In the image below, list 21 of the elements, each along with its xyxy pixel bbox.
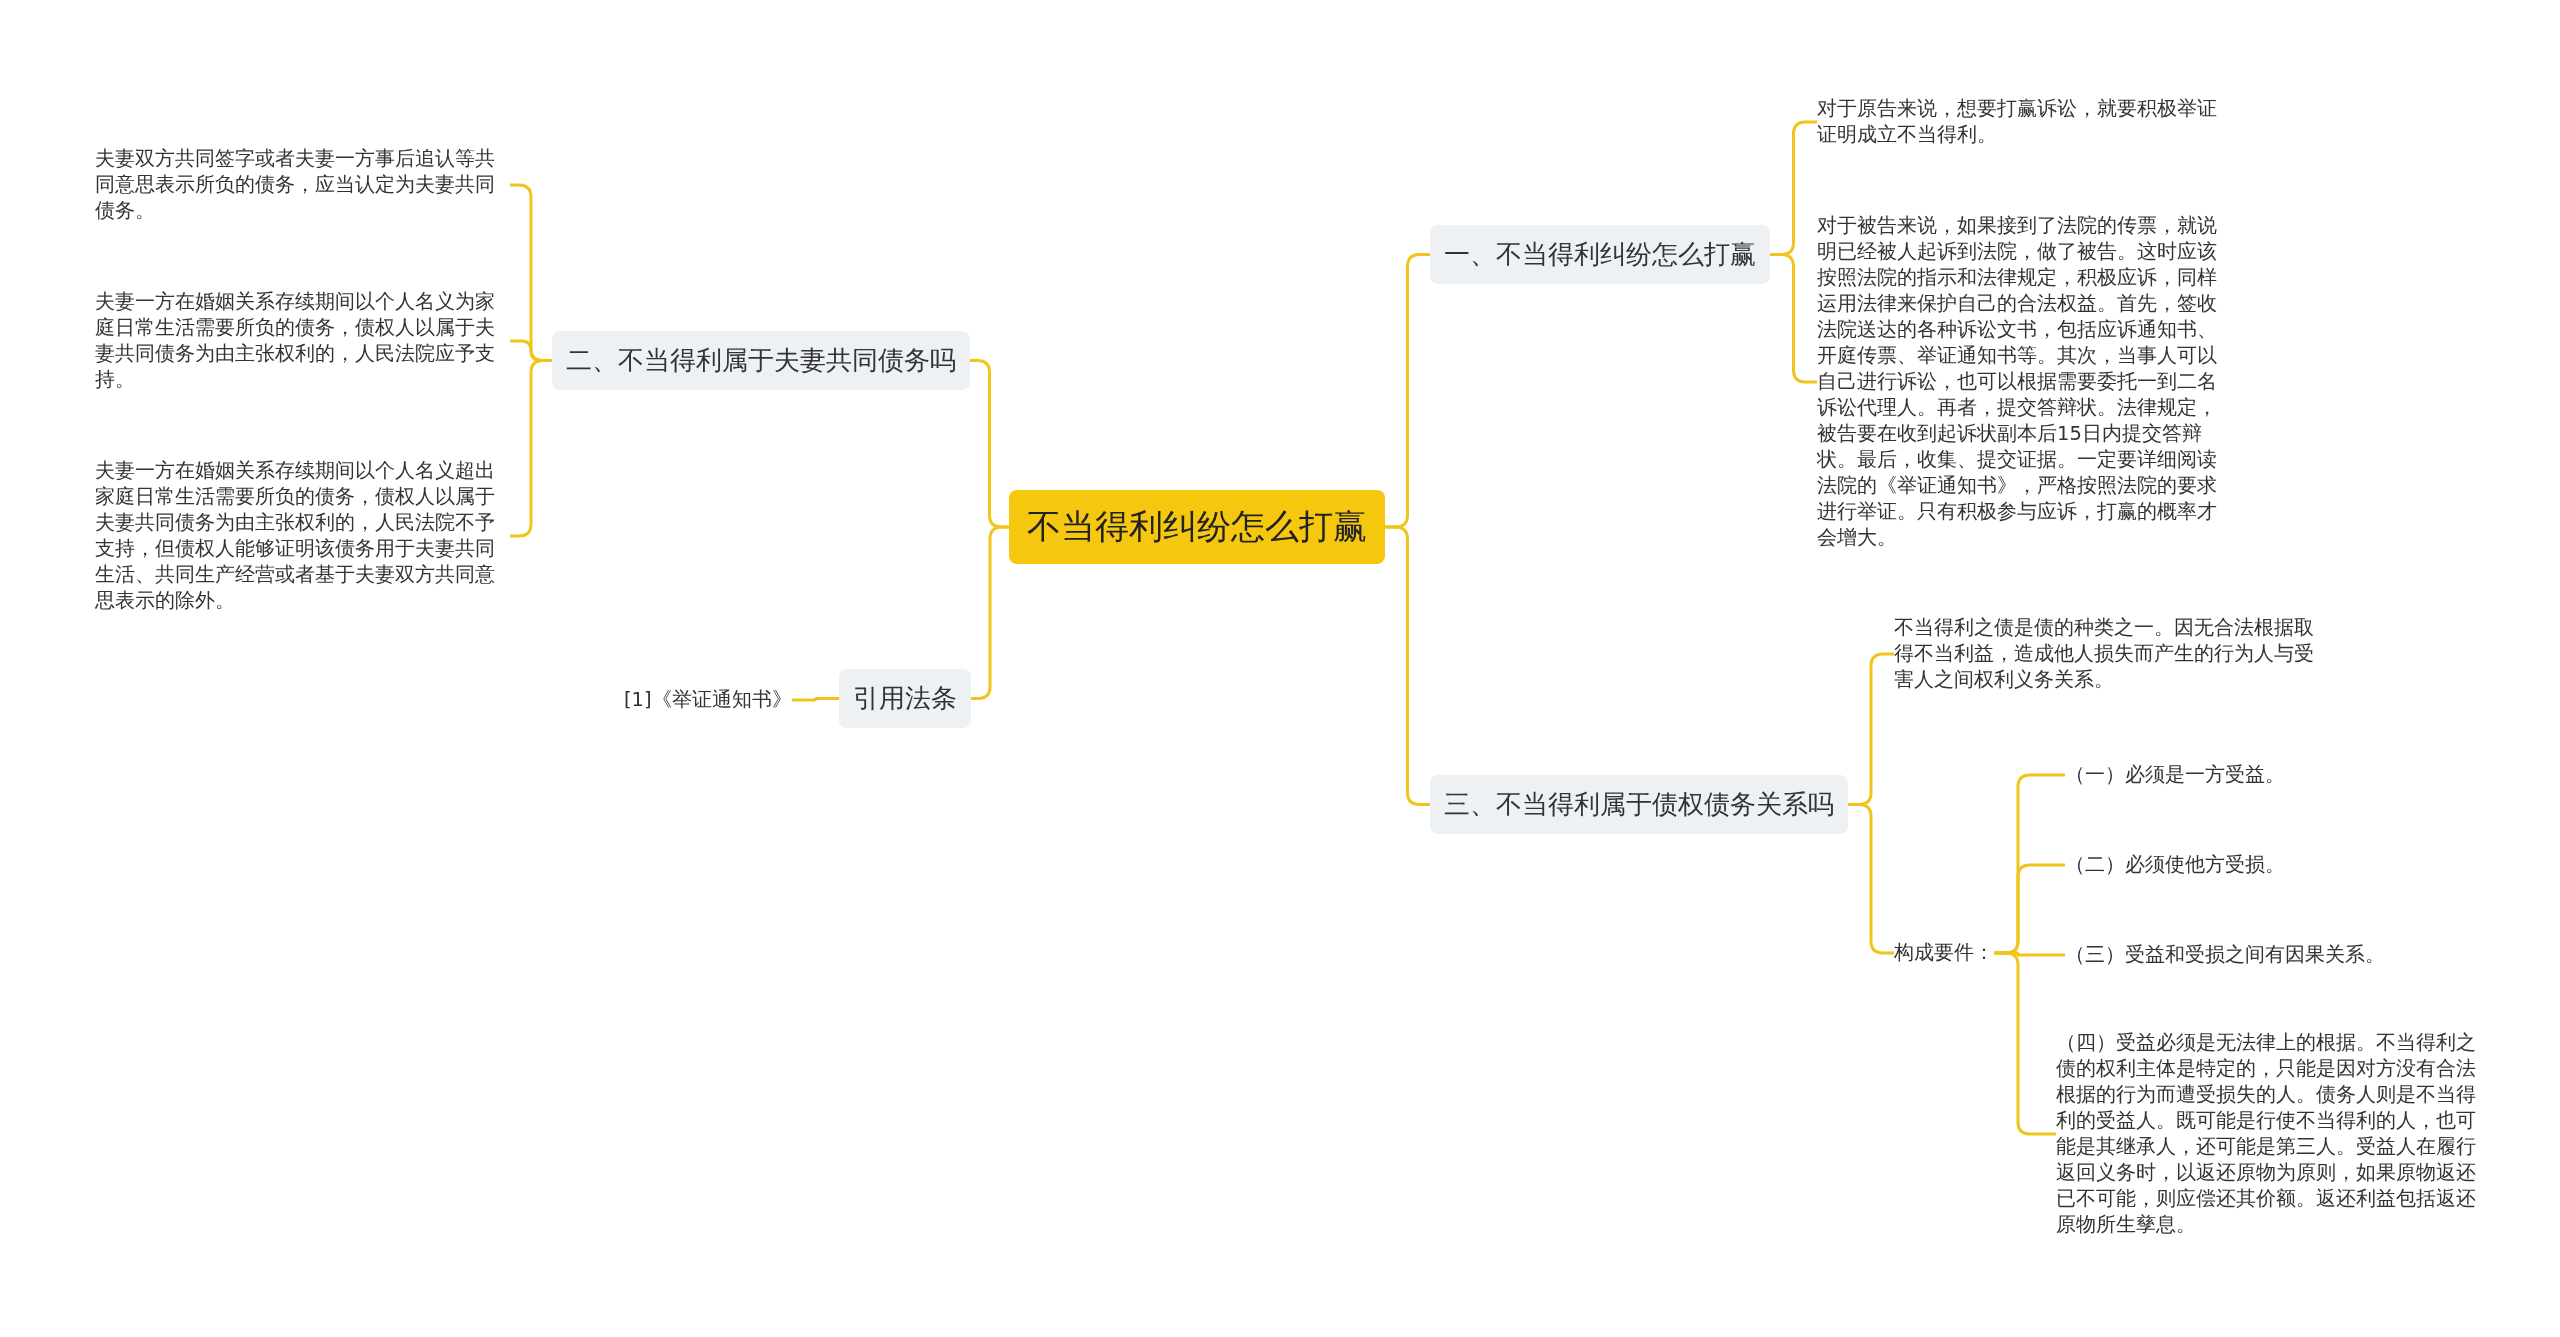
note-text: 夫妻双方共同签字或者夫妻一方事后追认等共同意思表示所负的债务，应当认定为夫妻共同债务。 <box>95 146 510 224</box>
topic-box: 三、不当得利属于债权债务关系吗 <box>1430 775 1848 834</box>
note-text: 对于原告来说，想要打赢诉讼，就要积极举证证明成立不当得利。 <box>1817 96 2232 148</box>
central-topic: 不当得利纠纷怎么打赢 <box>1009 490 1385 564</box>
topic-box: 引用法条 <box>839 669 971 728</box>
topic-box: 一、不当得利纠纷怎么打赢 <box>1430 225 1770 284</box>
note-text: 夫妻一方在婚姻关系存续期间以个人名义超出家庭日常生活需要所负的债务，债权人以属于夫妻共同债务为由主张权利的，人民法院不予支持，但债权人能够证明该债务用于夫妻共同生活、共同生产经营或者基于夫妻双方共同意思表示的除外。 <box>95 458 510 614</box>
note-text: （一）必须是一方受益。 <box>2065 762 2285 788</box>
note-text: 对于被告来说，如果接到了法院的传票，就说明已经被人起诉到法院，做了被告。这时应该按照法院的指示和法律规定，积极应诉，同样运用法律来保护自己的合法权益。首先，签收法院送达的各种诉讼文书，包括应诉通知书、开庭传票、举证通知书等。其次，当事人可以自己进行诉讼，也可以根据需要委托一到二名诉讼代理人。再者，提交答辩状。法律规定，被告要在收到起诉状副本后15日内提交答辩状。最后，收集、提交证据。一定要详细阅读法院的《举证通知书》，严格按照法院的要求进行举证。只有积极参与应诉，打赢的概率才会增大。 <box>1817 213 2232 551</box>
topic-box: 二、不当得利属于夫妻共同债务吗 <box>552 331 970 390</box>
note-text: 构成要件： <box>1894 940 1994 966</box>
note-text: 夫妻一方在婚姻关系存续期间以个人名义为家庭日常生活需要所负的债务，债权人以属于夫妻共同债务为由主张权利的，人民法院应予支持。 <box>95 289 510 393</box>
note-text: （三）受益和受损之间有因果关系。 <box>2065 942 2385 968</box>
connector-line <box>1385 525 1430 806</box>
connector-line <box>1994 951 2056 1136</box>
connector-line <box>792 697 839 702</box>
note-text: （二）必须使他方受损。 <box>2065 852 2285 878</box>
note-text: （四）受益必须是无法律上的根据。不当得利之债的权利主体是特定的，只能是因对方没有合法根据的行为而遭受损失的人。债务人则是不当得利的受益人。既可能是行使不当得利的人，也可能是其继承人，还可能是第三人。受益人在履行返回义务时，以返还原物为原则，如果原物返还已不可能，则应偿还其价额。返还利益包括返还原物所生孳息。 <box>2056 1030 2476 1238</box>
note-text: 不当得利之债是债的种类之一。因无合法根据取得不当利益，造成他人损失而产生的行为人与受害人之间权利义务关系。 <box>1894 615 2314 693</box>
note-text: [1]《举证通知书》 <box>624 687 792 713</box>
connector-line <box>971 525 1009 700</box>
